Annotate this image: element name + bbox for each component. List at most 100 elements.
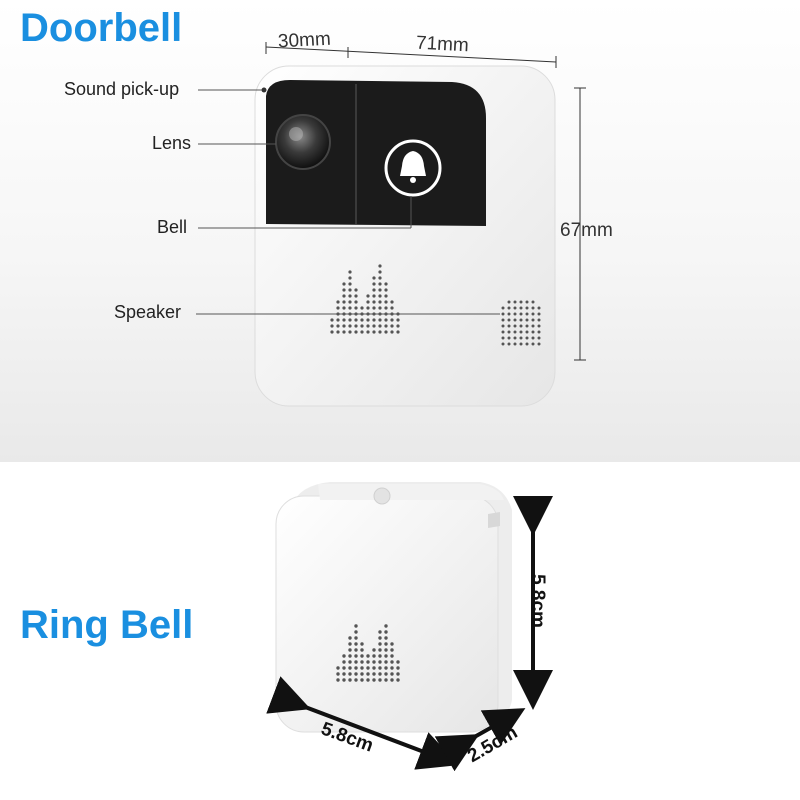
grille-dot [360,672,364,676]
grille-dot [366,306,370,310]
grille-dot [525,306,529,310]
grille-dot [342,288,346,292]
grille-dot [513,318,517,322]
grille-dot [384,666,388,670]
grille-dot [384,324,388,328]
grille-dot [525,330,529,334]
grille-dot [354,636,358,640]
grille-dot [336,330,340,334]
grille-dot [384,648,388,652]
grille-dot [531,330,535,334]
grille-dot [372,678,376,682]
grille-dot [384,660,388,664]
grille-dot [531,300,535,304]
grille-dot [384,330,388,334]
grille-dot [501,318,505,322]
grille-dot [531,342,535,346]
sound-pickup-label: Sound pick-up [64,79,180,99]
grille-dot [390,318,394,322]
ring-bell-height-dimension: 5.8cm [526,574,548,628]
grille-dot [384,306,388,310]
grille-dot [336,300,340,304]
bell-label: Bell [157,217,188,237]
grille-dot [507,324,511,328]
grille-dot [507,312,511,316]
grille-dot [360,330,364,334]
grille-dot [390,666,394,670]
doorbell-depth-dimension: 30mm [277,28,332,53]
doorbell-heading: Doorbell [20,6,183,50]
grille-dot [360,666,364,670]
grille-dot [396,318,400,322]
grille-dot [372,648,376,652]
grille-dot [348,288,352,292]
grille-dot [513,342,517,346]
grille-dot [507,306,511,310]
grille-dot [396,666,400,670]
grille-dot [378,660,382,664]
sound-pickup-hole [261,87,267,93]
grille-dot [525,318,529,322]
grille-dot [336,324,340,328]
grille-dot [525,324,529,328]
grille-dot [378,636,382,640]
grille-dot [513,306,517,310]
grille-dot [372,666,376,670]
grille-dot [501,342,505,346]
grille-dot [378,330,382,334]
grille-dot [354,672,358,676]
grille-dot [348,306,352,310]
grille-dot [531,336,535,340]
grille-dot [360,654,364,658]
grille-dot [372,654,376,658]
grille-dot [378,678,382,682]
grille-dot [378,666,382,670]
grille-dot [513,330,517,334]
grille-dot [501,336,505,340]
grille-dot [384,672,388,676]
grille-dot [372,294,376,298]
grille-dot [342,300,346,304]
ring-bell-heading: Ring Bell [20,603,194,647]
grille-dot [372,282,376,286]
grille-dot [519,324,523,328]
grille-dot [378,270,382,274]
grille-dot [525,336,529,340]
grille-dot [330,330,334,334]
grille-dot [348,660,352,664]
grille-dot [372,318,376,322]
grille-dot [378,264,382,268]
grille-dot [537,342,541,346]
grille-dot [519,300,523,304]
grille-dot [366,666,370,670]
grille-dot [348,654,352,658]
grille-dot [342,666,346,670]
grille-dot [513,312,517,316]
grille-dot [396,660,400,664]
grille-dot [360,678,364,682]
grille-dot [378,642,382,646]
grille-dot [531,324,535,328]
grille-dot [348,672,352,676]
grille-dot [348,270,352,274]
grille-dot [372,672,376,676]
grille-dot [378,306,382,310]
grille-dot [390,306,394,310]
grille-dot [372,306,376,310]
grille-dot [396,324,400,328]
grille-dot [366,324,370,328]
grille-dot [342,678,346,682]
grille-dot [342,672,346,676]
grille-dot [390,300,394,304]
grille-dot [507,300,511,304]
grille-dot [519,336,523,340]
grille-dot [390,660,394,664]
grille-dot [519,312,523,316]
grille-dot [378,630,382,634]
grille-dot [390,324,394,328]
grille-dot [360,324,364,328]
grille-dot [348,318,352,322]
grille-dot [354,300,358,304]
grille-dot [366,678,370,682]
grille-dot [384,630,388,634]
